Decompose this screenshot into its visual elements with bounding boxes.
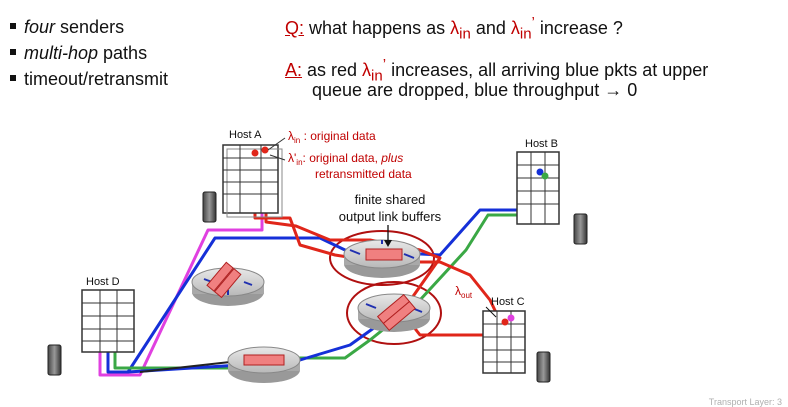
bullet-item: four senders <box>10 14 168 40</box>
router-left <box>191 261 265 306</box>
upper-router-highlight <box>329 230 435 286</box>
answer-line-1: A: as red λin’ increases, all arriving b… <box>285 56 709 85</box>
blue-path <box>106 175 542 374</box>
lambda-in-label: λin : original data <box>288 129 376 145</box>
host-c-box <box>482 310 526 374</box>
buffer-label-line1: finite shared <box>355 192 426 207</box>
footer-text: Transport Layer: 3 <box>708 397 782 407</box>
router-bottom <box>227 346 301 383</box>
host-b-box <box>516 151 560 225</box>
server-icon <box>47 344 62 376</box>
lambda-prime-label-2: retransmitted data <box>315 167 412 181</box>
server-icon <box>536 351 551 383</box>
host-d-box <box>81 289 135 353</box>
lambda-prime-label: λ'in: original data, plus <box>288 151 403 167</box>
host-b-label: Host B <box>525 138 558 150</box>
router-right <box>357 293 431 332</box>
host-a-box <box>222 144 283 218</box>
right-router-highlight <box>346 281 442 345</box>
host-a-label: Host A <box>229 129 262 141</box>
server-icon <box>202 191 217 223</box>
server-icon <box>573 213 588 245</box>
lambda-out-label: λout <box>455 284 473 300</box>
bullet-item: timeout/retransmit <box>10 66 168 92</box>
green-path <box>113 175 547 370</box>
host-c-label: Host C <box>491 296 525 308</box>
answer-line-2: queue are dropped, blue throughput → 0 <box>312 80 638 100</box>
buffer-label-line2: output link buffers <box>339 209 442 224</box>
bullet-item: multi-hop paths <box>10 40 168 66</box>
link-line <box>139 361 231 373</box>
bullet-list: four senders multi-hop paths timeout/ret… <box>10 14 168 92</box>
router-upper <box>343 239 421 278</box>
host-d-label: Host D <box>86 276 120 288</box>
question-line: Q: what happens as λin and λin’ increase… <box>285 14 623 43</box>
